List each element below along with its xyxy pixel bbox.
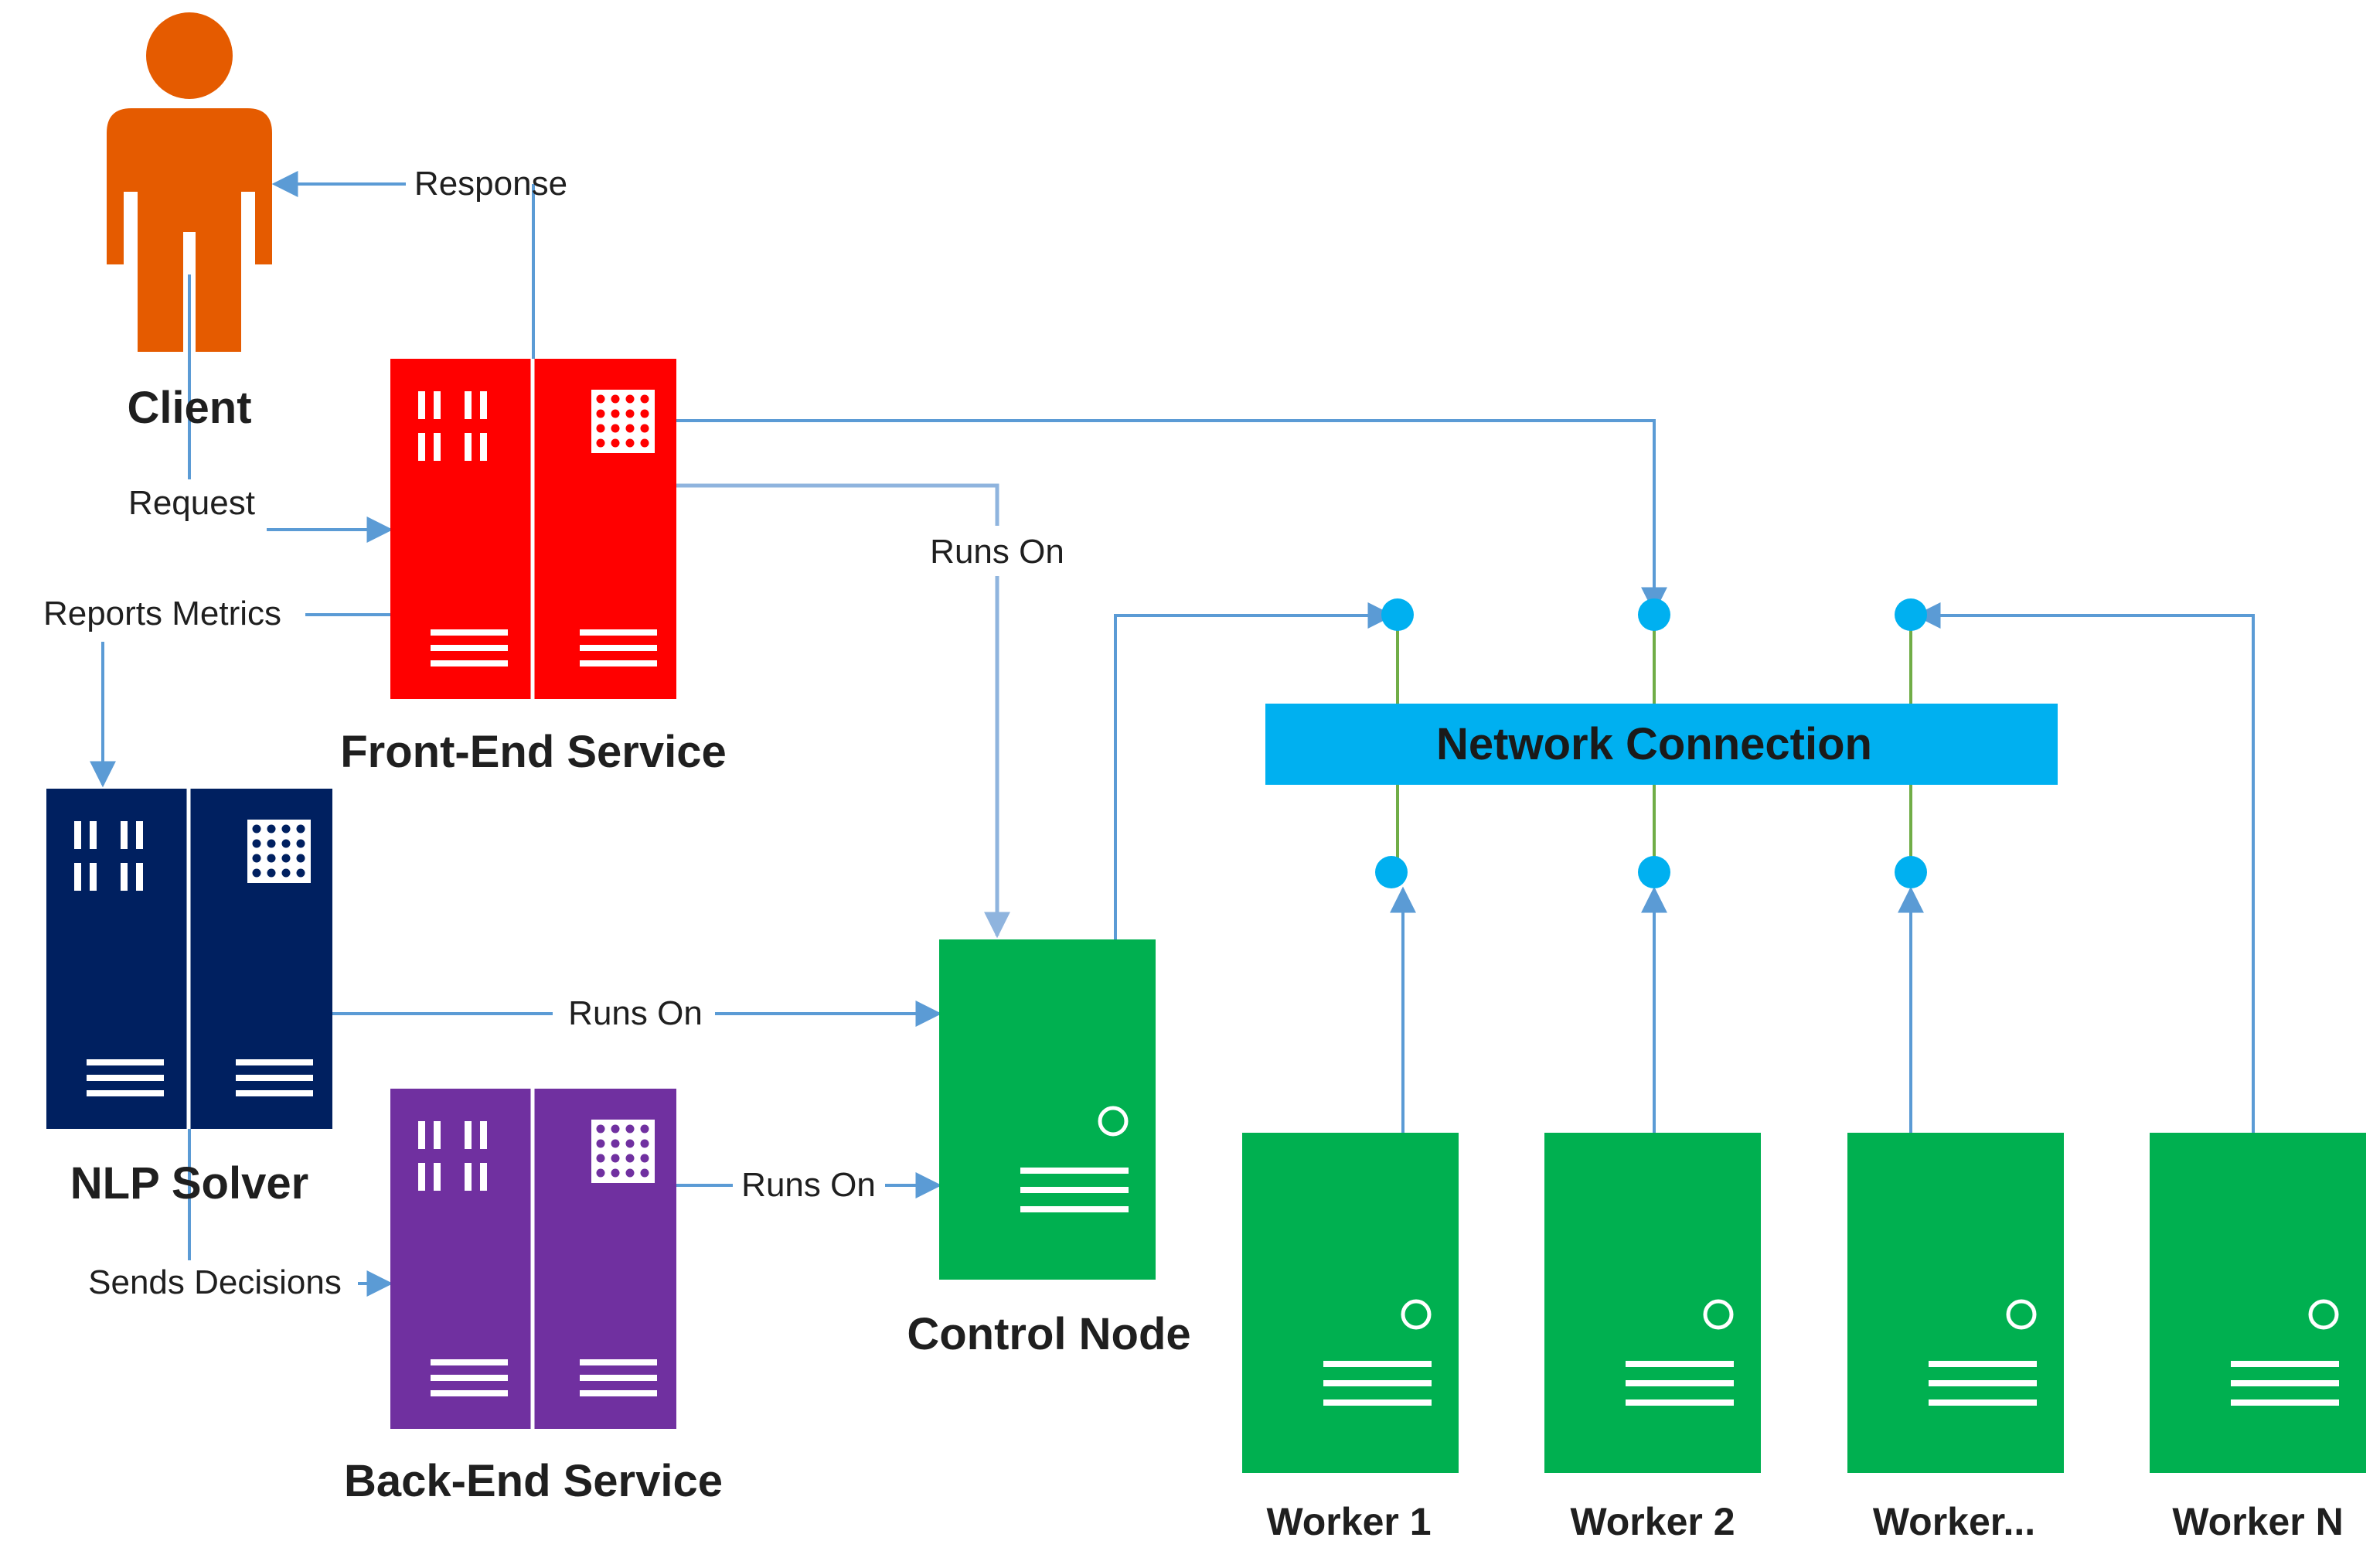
grid-dot [596, 409, 605, 418]
grid-dot [252, 854, 261, 863]
grid-dot [296, 854, 305, 863]
network-port-icon [1375, 856, 1408, 888]
network-connection-bar [1265, 704, 2058, 785]
frontend-label: Front-End Service [340, 727, 727, 777]
grid-dot [596, 1168, 605, 1178]
control-network-edge [1114, 602, 1394, 939]
server-rack-icon [390, 359, 676, 699]
grid-dot [296, 824, 305, 834]
network-port-icon [1895, 598, 1927, 631]
edge-labels: Response Request Reports Metrics Runs On… [43, 165, 1064, 1301]
client-label: Client [127, 383, 251, 433]
worker-n-node: Worker N [2150, 1133, 2366, 1543]
client-node: Client [107, 12, 272, 433]
grid-dot [625, 438, 635, 448]
runs-on-backend-label: Runs On [741, 1166, 876, 1204]
grid-dot [252, 868, 261, 878]
control-node: Control Node [907, 939, 1191, 1359]
grid-dot [296, 868, 305, 878]
grid-dot [611, 438, 620, 448]
grid-dot [640, 424, 649, 433]
grid-dot [252, 824, 261, 834]
grid-dot [596, 1154, 605, 1163]
grid-dot [625, 394, 635, 404]
worker-3-label: Worker... [1873, 1500, 2035, 1543]
grid-dot [611, 1154, 620, 1163]
worker-n-label: Worker N [2172, 1500, 2343, 1543]
server-rack-icon [390, 1089, 676, 1429]
grid-dot [640, 409, 649, 418]
response-label: Response [414, 165, 567, 203]
grid-dot [625, 409, 635, 418]
grid-dot [611, 424, 620, 433]
grid-dot [281, 839, 291, 848]
grid-dot [281, 824, 291, 834]
server-rack-icon [46, 789, 332, 1129]
grid-dot [596, 394, 605, 404]
sends-decisions-label: Sends Decisions [88, 1263, 342, 1301]
network-ports [1375, 598, 1927, 888]
workerN-network-edge [1914, 602, 2255, 1133]
grid-dot [640, 1168, 649, 1178]
grid-dot [596, 438, 605, 448]
grid-dot [281, 854, 291, 863]
grid-dot [640, 1154, 649, 1163]
grid-dot [611, 394, 620, 404]
grid-dot [625, 424, 635, 433]
grid-dot [640, 1139, 649, 1148]
worker-1-label: Worker 1 [1266, 1500, 1431, 1543]
grid-dot [596, 1124, 605, 1134]
worker-3-node: Worker... [1847, 1133, 2064, 1543]
backend-node: Back-End Service [344, 1089, 723, 1506]
server-icon [2150, 1133, 2366, 1473]
runs-on-frontend-edge [676, 483, 999, 526]
network-port-icon [1895, 856, 1927, 888]
grid-dot [296, 839, 305, 848]
network-port-icon [1381, 598, 1414, 631]
network-port-icon [1638, 856, 1670, 888]
grid-dot [267, 854, 276, 863]
frontend-network-edge [676, 419, 1667, 614]
grid-dot [611, 1168, 620, 1178]
grid-dot [267, 824, 276, 834]
grid-dot [596, 424, 605, 433]
network-connection-label: Network Connection [1436, 719, 1872, 769]
worker-2-label: Worker 2 [1570, 1500, 1735, 1543]
worker-1-node: Worker 1 [1242, 1133, 1459, 1543]
grid-dot [281, 868, 291, 878]
worker-2-node: Worker 2 [1544, 1133, 1761, 1543]
grid-dot [611, 1124, 620, 1134]
grid-dot [625, 1168, 635, 1178]
grid-dot [611, 409, 620, 418]
runs-on-nlp-label: Runs On [568, 994, 703, 1032]
reports-metrics-label: Reports Metrics [43, 595, 281, 632]
connectors [90, 171, 2255, 1297]
grid-dot [252, 839, 261, 848]
request-label: Request [128, 484, 255, 522]
network-port-icon [1638, 598, 1670, 631]
grid-dot [625, 1154, 635, 1163]
nlp-label: NLP Solver [70, 1158, 308, 1209]
grid-dot [640, 438, 649, 448]
runs-on-frontend-label: Runs On [930, 533, 1064, 571]
grid-dot [267, 839, 276, 848]
server-icon [1544, 1133, 1761, 1473]
grid-dot [625, 1124, 635, 1134]
frontend-node: Front-End Service [340, 359, 727, 777]
server-icon [939, 939, 1156, 1280]
person-icon [107, 12, 272, 352]
control-label: Control Node [907, 1309, 1190, 1359]
server-icon [1242, 1133, 1459, 1473]
grid-dot [640, 394, 649, 404]
backend-label: Back-End Service [344, 1456, 723, 1506]
grid-dot [625, 1139, 635, 1148]
server-icon [1847, 1133, 2064, 1473]
nlp-node: NLP Solver [46, 789, 332, 1209]
grid-dot [611, 1139, 620, 1148]
grid-dot [267, 868, 276, 878]
network-links [1396, 630, 1912, 860]
grid-dot [596, 1139, 605, 1148]
grid-dot [640, 1124, 649, 1134]
